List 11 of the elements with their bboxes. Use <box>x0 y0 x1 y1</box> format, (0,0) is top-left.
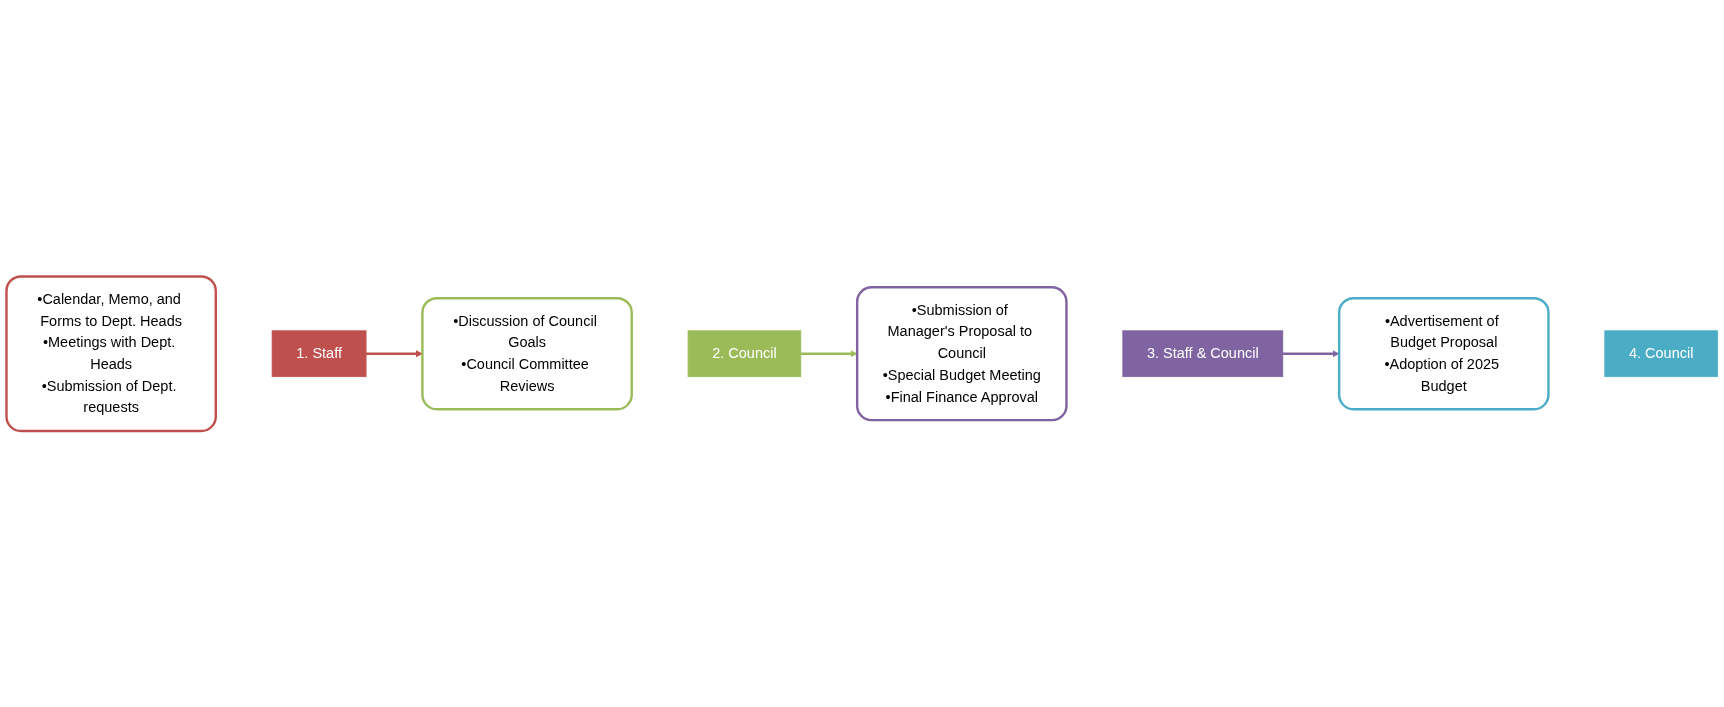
node-box: •Submission of Manager's Proposal to Council •Special Budget Meeting •Final Finance Approval <box>855 285 1068 422</box>
arrow <box>800 349 858 358</box>
arrow <box>366 349 423 358</box>
node-box: 2. Council <box>687 330 802 377</box>
node-box: •Advertisement of Budget Proposal •Adoption of 2025 Budget <box>1337 296 1550 411</box>
node-box: 1. Staff <box>271 330 367 377</box>
node-box: •Discussion of Council Goals •Council Committee Reviews <box>421 296 633 411</box>
node-box: 3. Staff & Council <box>1122 330 1284 377</box>
node-box: 4. Council <box>1604 330 1718 377</box>
node-box: •Calendar, Memo, and Forms to Dept. Heads •Meetings with Dept. Heads •Submission of Dept. requests <box>5 275 217 432</box>
arrow <box>1282 349 1340 358</box>
